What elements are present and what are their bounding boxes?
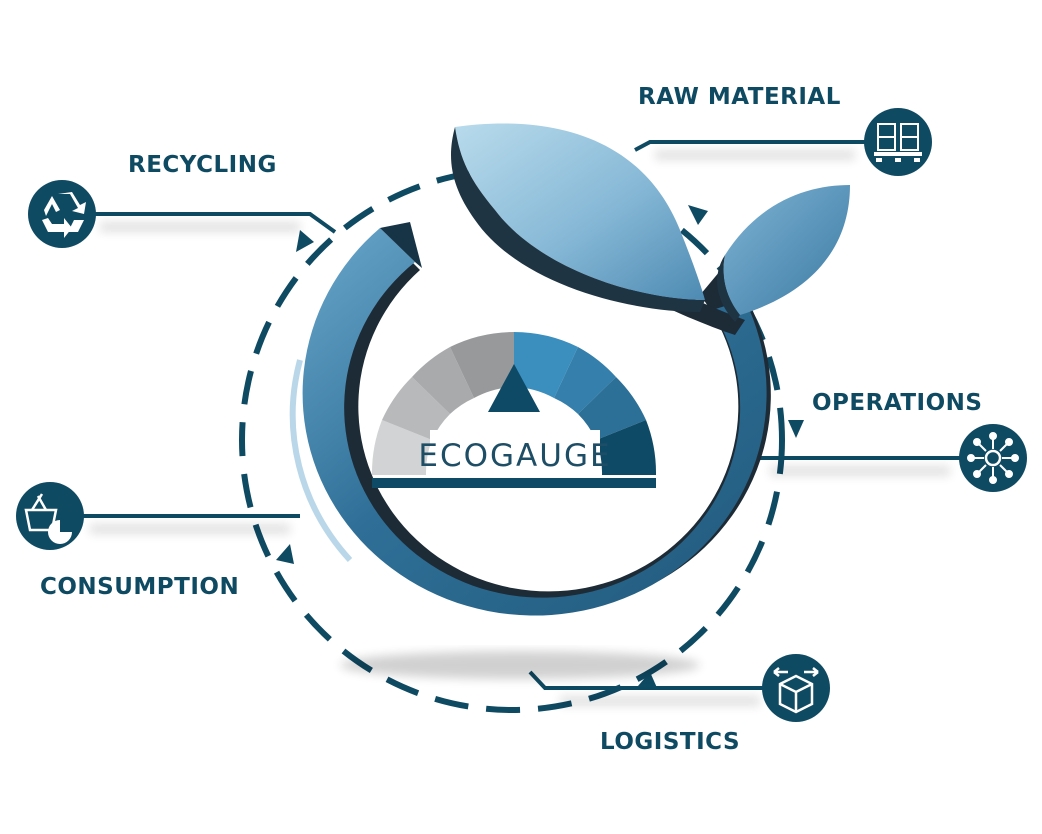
arrowhead-consumption: [276, 544, 294, 564]
ring-highlight: [289, 359, 353, 563]
eco-gauge: ECOGAUGE: [371, 332, 657, 488]
basket-pie-icon: [16, 482, 84, 550]
gauge-segment-6: [554, 347, 616, 414]
gauge-title: ECOGAUGE: [418, 438, 611, 474]
ring-cap: [380, 222, 422, 268]
gauge-label-plate: [430, 430, 600, 476]
gauge-segment-8: [596, 420, 657, 475]
label-operations: OPERATIONS: [812, 390, 983, 416]
plant-leaf-small: [723, 185, 850, 315]
gauge-segment-2: [382, 377, 450, 440]
ring-shadow: [340, 651, 700, 679]
cycle-arrowheads: [276, 205, 804, 690]
label-raw-material: RAW MATERIAL: [638, 84, 841, 110]
connector-shadows: [90, 150, 950, 706]
label-recycling: RECYCLING: [128, 152, 277, 178]
gauge-base: [372, 478, 656, 488]
plant-leaf-large-edge: [451, 127, 705, 312]
gauge-segment-3: [412, 347, 474, 414]
box-arrows-icon: [762, 654, 830, 722]
connector-raw-material: [634, 140, 870, 152]
connector-recycling: [95, 212, 337, 234]
network-hub-icon: [959, 424, 1027, 492]
gauge-segment-1: [371, 420, 432, 475]
label-logistics: LOGISTICS: [600, 729, 741, 755]
plant-leaf-large: [455, 123, 705, 300]
gauge-segment-7: [578, 377, 646, 440]
gauge-segment-5: [514, 332, 578, 398]
recycle-icon: [28, 180, 96, 248]
ring-face: [302, 228, 767, 616]
arrowhead-recycling: [296, 230, 314, 252]
arrowhead-raw: [688, 205, 708, 225]
label-consumption: CONSUMPTION: [40, 574, 240, 600]
gauge-pointer: [488, 364, 540, 412]
plant-leaf-small-edge: [717, 255, 740, 322]
pallet-boxes-icon: [864, 108, 932, 176]
arrowhead-operations: [788, 420, 804, 438]
gauge-segment-4: [450, 332, 514, 398]
arrowhead-logistics: [638, 672, 658, 690]
